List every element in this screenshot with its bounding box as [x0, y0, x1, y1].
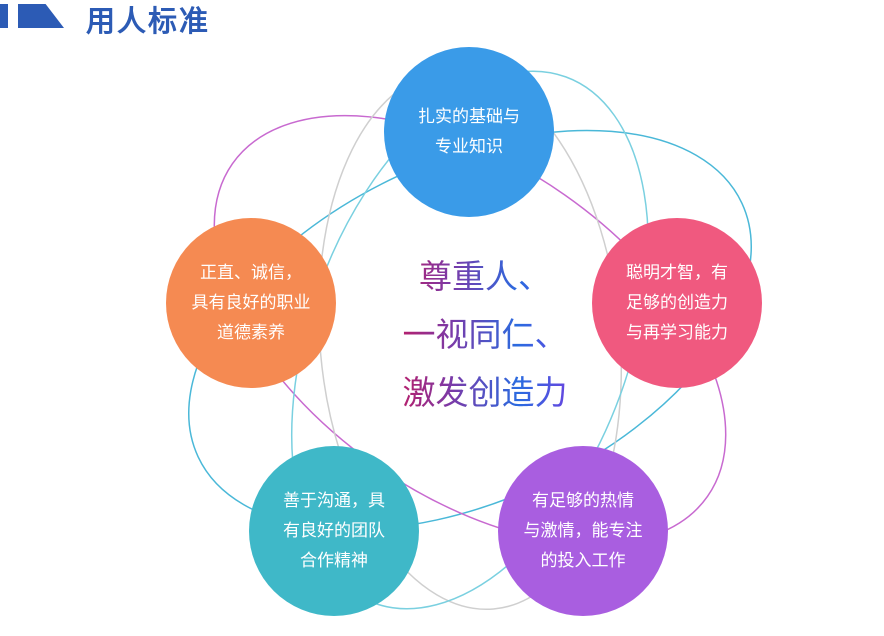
circle-intelligence: 聪明才智，有 足够的创造力 与再学习能力 [592, 218, 762, 388]
circle-text: 扎实的基础与 [418, 107, 520, 127]
circle-text: 具有良好的职业 [191, 293, 311, 313]
circle-text: 道德素养 [217, 323, 285, 343]
circle-text: 有良好的团队 [283, 521, 385, 541]
circle-text: 正直、诚信， [200, 263, 302, 283]
slogan-line: 激发创造力 [385, 364, 585, 422]
circle-text: 有足够的热情 [532, 491, 634, 511]
slogan-line: 尊重人、 [385, 248, 585, 306]
page-title: 用人标准 [86, 4, 211, 38]
slogan-line: 一视同仁、 [385, 306, 585, 364]
circle-professional-knowledge: 扎实的基础与 专业知识 [384, 47, 554, 217]
circle-text: 专业知识 [435, 137, 503, 157]
circle-text: 聪明才智，有 [626, 263, 728, 283]
circle-text: 足够的创造力 [626, 293, 728, 313]
circle-passion: 有足够的热情 与激情，能专注 的投入工作 [498, 446, 668, 616]
header-decor-bar [0, 4, 8, 28]
circle-text: 与激情，能专注 [523, 521, 643, 541]
circle-text: 的投入工作 [540, 551, 626, 571]
circle-communication: 善于沟通，具 有良好的团队 合作精神 [249, 446, 419, 616]
circle-text: 合作精神 [300, 551, 368, 571]
circle-text: 善于沟通，具 [283, 491, 385, 511]
circle-integrity: 正直、诚信， 具有良好的职业 道德素养 [166, 218, 336, 388]
center-slogan: 尊重人、 一视同仁、 激发创造力 [385, 248, 585, 422]
circle-text: 与再学习能力 [626, 323, 728, 343]
